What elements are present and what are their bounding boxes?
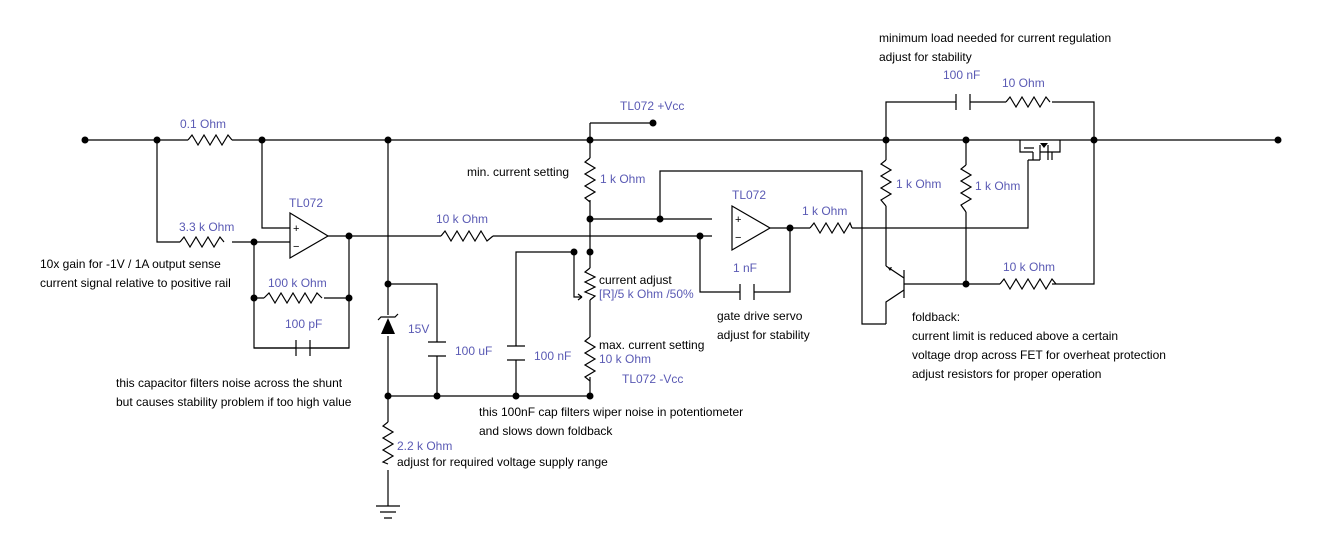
supply-resistor [381, 421, 395, 465]
label-drain-resistor-a: 1 k Ohm [896, 177, 941, 191]
label-mid-resistor: 10 k Ohm [436, 212, 488, 226]
potentiometer [583, 267, 597, 301]
min-current-resistor [583, 157, 597, 203]
ground-symbol [376, 505, 400, 519]
opamp-sense: + − [289, 211, 330, 260]
capacitor-100nf-wiper [507, 345, 525, 361]
mosfet [1019, 140, 1061, 161]
label-foldback-resistor: 10 k Ohm [1003, 260, 1055, 274]
op2-plus: + [735, 214, 741, 226]
note-supply-range: adjust for required voltage supply range [397, 455, 608, 469]
label-shunt: 0.1 Ohm [180, 117, 226, 131]
mid-resistor [440, 229, 494, 243]
label-vcc-pos: TL072 +Vcc [620, 99, 684, 113]
capacitor-100nf-snubber [955, 94, 971, 110]
capacitor-100pf [295, 340, 311, 356]
note-gain-2: current signal relative to positive rail [40, 276, 231, 290]
pot-wiper-arrow [577, 293, 583, 301]
feedback-resistor [263, 291, 323, 305]
note-fold-3: voltage drop across FET for overheat pro… [912, 348, 1166, 362]
component-labels: 0.1 Ohm 3.3 k Ohm 100 k Ohm 100 pF TL072… [179, 68, 1055, 453]
label-feedback-resistor: 100 k Ohm [268, 276, 327, 290]
annotations: 10x gain for -1V / 1A output sense curre… [40, 31, 1166, 469]
note-gate-1: gate drive servo [717, 309, 803, 323]
note-fold-2: current limit is reduced above a certain [912, 329, 1118, 343]
gate-resistor [809, 221, 853, 235]
wires [85, 101, 1278, 506]
junctions [81, 119, 1282, 400]
capacitor-100uf [428, 341, 446, 357]
label-drain-resistor-b: 1 k Ohm [975, 179, 1020, 193]
note-fold-4: adjust resistors for proper operation [912, 367, 1101, 381]
note-cap-2: but causes stability problem if too high… [116, 395, 352, 409]
label-vcc-neg: TL072 -Vcc [622, 372, 683, 386]
label-bulk-cap: 100 uF [455, 344, 492, 358]
label-feedback-cap: 100 pF [285, 317, 322, 331]
opamp-servo: + − [731, 204, 772, 252]
capacitor-1nf [739, 284, 755, 300]
snubber-resistor [1005, 95, 1051, 109]
label-wiper-cap: 100 nF [534, 349, 571, 363]
label-supply-resistor: 2.2 k Ohm [397, 439, 452, 453]
note-gain-1: 10x gain for -1V / 1A output sense [40, 257, 221, 271]
label-servo-cap: 1 nF [733, 261, 757, 275]
label-max-resistor: 10 k Ohm [599, 352, 651, 366]
note-max-current: max. current setting [599, 338, 704, 352]
label-gate-resistor: 1 k Ohm [802, 204, 847, 218]
label-min-resistor: 1 k Ohm [600, 172, 645, 186]
note-wiper-1: this 100nF cap filters wiper noise in po… [479, 405, 743, 419]
input-resistor [179, 235, 225, 249]
label-pot: [R]/5 k Ohm /50% [599, 287, 694, 301]
note-min-current: min. current setting [467, 165, 569, 179]
zener-diode [377, 313, 399, 334]
note-gate-2: adjust for stability [717, 328, 810, 342]
op1-plus: + [293, 223, 299, 235]
label-op1: TL072 [289, 196, 323, 210]
note-cap-1: this capacitor filters noise across the … [116, 376, 343, 390]
label-snubber-resistor: 10 Ohm [1002, 76, 1045, 90]
op2-minus: − [735, 232, 741, 244]
note-wiper-2: and slows down foldback [479, 424, 613, 438]
shunt-resistor [187, 133, 233, 147]
label-input-resistor: 3.3 k Ohm [179, 220, 234, 234]
note-min-load-1: minimum load needed for current regulati… [879, 31, 1111, 45]
note-fold-1: foldback: [912, 310, 960, 324]
label-op2: TL072 [732, 188, 766, 202]
foldback-transistor [885, 265, 905, 324]
note-current-adjust: current adjust [599, 273, 672, 287]
op1-minus: − [293, 241, 299, 253]
foldback-resistor [999, 277, 1057, 291]
label-zener: 15V [408, 322, 429, 336]
label-snubber-cap: 100 nF [943, 68, 980, 82]
max-current-resistor [583, 336, 597, 382]
drain-resistor-a [879, 159, 893, 207]
note-min-load-2: adjust for stability [879, 50, 972, 64]
drain-resistor-b [959, 164, 973, 213]
